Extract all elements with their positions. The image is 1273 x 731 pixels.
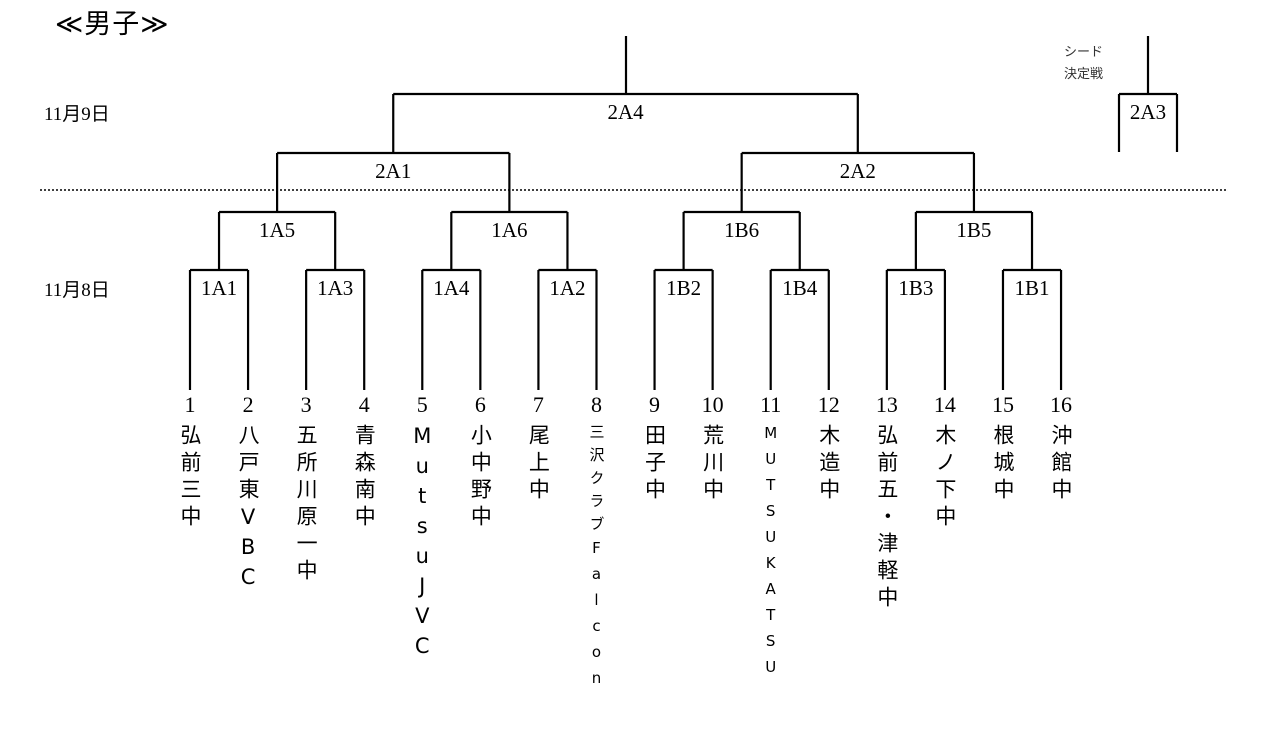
team-number: 6 <box>474 392 486 417</box>
match-label: 1A3 <box>317 276 353 300</box>
seed-note: シード 決定戦 <box>1064 42 1103 86</box>
match-label: 2A4 <box>607 100 644 124</box>
team-name: 沖館中 <box>1049 424 1074 505</box>
team-name: 三沢クラブFalcon <box>587 424 606 695</box>
team-number: 14 <box>933 392 956 417</box>
match-label: 1B3 <box>898 276 933 300</box>
team-number: 12 <box>817 392 840 417</box>
team-number: 13 <box>875 392 898 417</box>
bracket-title: ≪男子≫ <box>55 9 170 40</box>
team-number: 10 <box>701 392 724 417</box>
match-label: 1A6 <box>491 218 527 242</box>
seed-match-label: 2A3 <box>1130 100 1166 124</box>
date-day2: 11月9日 <box>44 104 110 125</box>
team-number: 15 <box>991 392 1014 417</box>
match-label: 1B2 <box>666 276 701 300</box>
team-number: 8 <box>590 392 602 417</box>
team-name: 荒川中 <box>700 424 725 505</box>
match-label: 2A2 <box>840 159 876 183</box>
match-label: 1A5 <box>259 218 295 242</box>
match-label: 1A1 <box>201 276 237 300</box>
team-name: 五所川原一中 <box>294 424 319 586</box>
date-day1: 11月8日 <box>44 280 110 301</box>
seed-note-line2: 決定戦 <box>1064 67 1104 82</box>
team-number: 7 <box>532 392 544 417</box>
team-name: 小中野中 <box>468 424 493 532</box>
match-label: 1B6 <box>724 218 759 242</box>
team-number: 11 <box>760 392 782 417</box>
match-label: 1B1 <box>1015 276 1050 300</box>
match-label: 2A1 <box>375 159 411 183</box>
team-number: 1 <box>184 392 196 417</box>
team-number: 5 <box>416 392 428 417</box>
team-name: MutsuJVC <box>410 424 435 664</box>
team-number: 9 <box>649 392 661 417</box>
team-name: 弘前五・津軽中 <box>874 424 899 613</box>
team-name: MUTSUKATSU <box>761 424 780 684</box>
team-number: 4 <box>358 392 370 417</box>
team-name: 木ノ下中 <box>932 424 957 532</box>
team-name: 弘前三中 <box>178 424 202 532</box>
team-name: 根城中 <box>990 424 1015 505</box>
team-number: 16 <box>1050 392 1073 417</box>
team-name: 八戸東VBC <box>236 424 261 595</box>
seed-note-line1: シード <box>1064 45 1104 60</box>
match-label: 1A4 <box>433 276 470 300</box>
team-number: 3 <box>300 392 312 417</box>
match-label: 1B4 <box>782 276 818 300</box>
team-name: 田子中 <box>642 424 667 505</box>
team-name: 尾上中 <box>526 424 551 505</box>
match-label: 1A2 <box>549 276 585 300</box>
match-label: 1B5 <box>956 218 991 242</box>
team-name: 青森南中 <box>352 424 377 532</box>
team-name: 木造中 <box>816 424 841 505</box>
team-number: 2 <box>242 392 254 417</box>
